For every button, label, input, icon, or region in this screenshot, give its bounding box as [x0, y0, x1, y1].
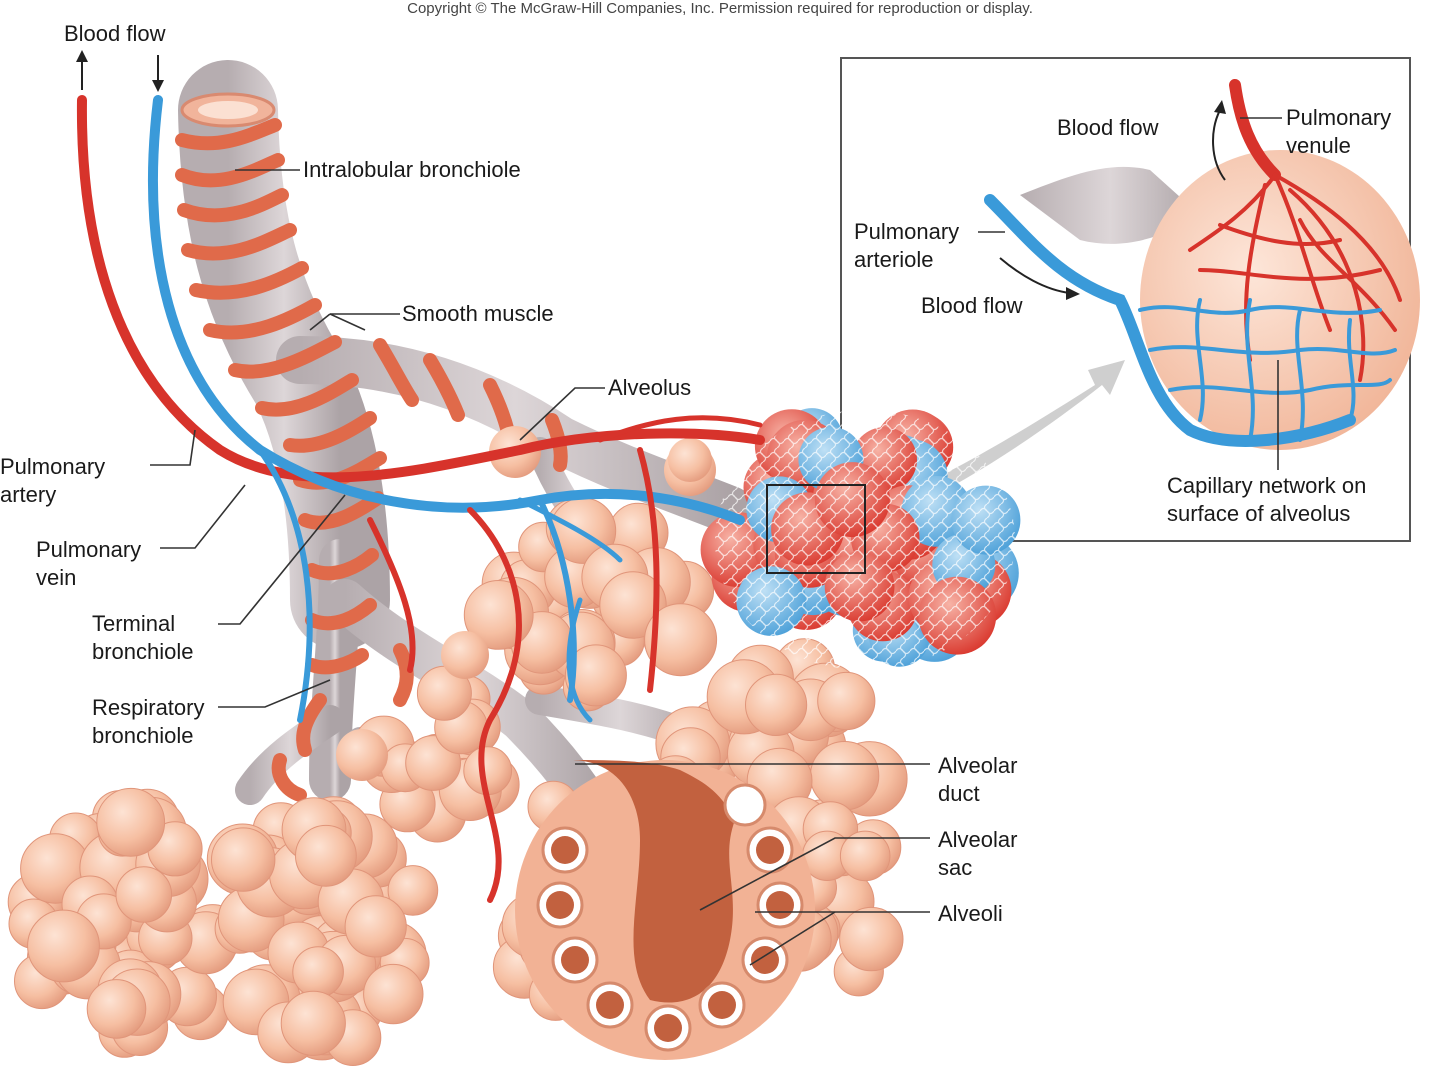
inset-arteriole — [984, 194, 1356, 447]
alveolus-ball — [344, 895, 407, 958]
inset-blue-capillaries — [1138, 298, 1397, 442]
alveolus-ball — [86, 979, 147, 1039]
alveolus-ball — [292, 946, 344, 998]
inset-flow-arrow-right — [999, 257, 1071, 294]
label-alveolar-duct: Alveolar duct — [938, 753, 1018, 806]
inset-leader-lines — [978, 117, 1282, 470]
alveolus-ball — [387, 865, 439, 916]
alveolus-ball — [839, 906, 904, 972]
label-alveoli: Alveoli — [938, 901, 1003, 926]
inset-label-blood-flow-top: Blood flow — [1057, 115, 1159, 140]
alveolus-ball — [644, 603, 718, 677]
alveolus-ball — [336, 729, 388, 781]
label-intralobular-bronchiole: Intralobular bronchiole — [303, 157, 521, 182]
flow-down-arrowhead — [152, 80, 164, 92]
alveolus-ball — [211, 827, 276, 892]
main-blood-vessels — [76, 95, 765, 903]
alveolus-ball — [295, 824, 357, 887]
inset-alveolus — [1140, 150, 1420, 450]
main-leader-lines — [150, 169, 930, 966]
flow-up-arrowhead — [76, 50, 88, 62]
inset-duct — [1020, 166, 1200, 244]
inset-label-blood-flow-bottom: Blood flow — [921, 293, 1023, 318]
inset-flow-arrow-up — [1212, 109, 1226, 181]
zoom-region-box — [766, 484, 866, 574]
alveolus-ball — [27, 909, 100, 983]
inset-label-pulmonary-arteriole: Pulmonary arteriole — [854, 219, 960, 272]
label-alveolar-sac: Alveolar sac — [938, 827, 1018, 880]
label-respiratory-bronchiole: Respiratory bronchiole — [92, 695, 205, 748]
alveolus-ball — [363, 963, 424, 1025]
alveolus-ball — [115, 866, 173, 923]
alveolus-ball — [441, 631, 489, 679]
alveolus-ball — [817, 671, 876, 731]
label-pulmonary-artery: Pulmonary artery — [0, 454, 106, 507]
alveolus-ball — [839, 830, 891, 882]
label-alveolus: Alveolus — [608, 375, 692, 400]
blood-flow-arrows — [76, 50, 164, 92]
pulmonary-vein-vessel — [148, 95, 745, 525]
alveolus-ball — [809, 741, 880, 811]
label-blood-flow-main: Blood flow — [64, 21, 166, 46]
alveolar-sac-cutaway — [515, 760, 815, 1060]
inset-label-pulmonary-venule: Pulmonary venule — [1286, 105, 1392, 158]
label-terminal-bronchiole: Terminal bronchiole — [92, 611, 194, 664]
alveolus-ball — [745, 673, 808, 737]
alveolus-ball — [96, 787, 166, 857]
alveolus-ball — [280, 990, 346, 1056]
label-smooth-muscle: Smooth muscle — [402, 301, 554, 326]
alveolus-ball — [564, 644, 627, 707]
label-pulmonary-vein: Pulmonary vein — [36, 537, 142, 590]
alveolus-ball — [668, 438, 712, 482]
copyright-notice: Copyright © The McGraw-Hill Companies, I… — [407, 0, 1033, 17]
inset-label-capillary-network: Capillary network on surface of alveolus — [1167, 473, 1367, 526]
capillary-covered-cluster — [700, 408, 1021, 670]
